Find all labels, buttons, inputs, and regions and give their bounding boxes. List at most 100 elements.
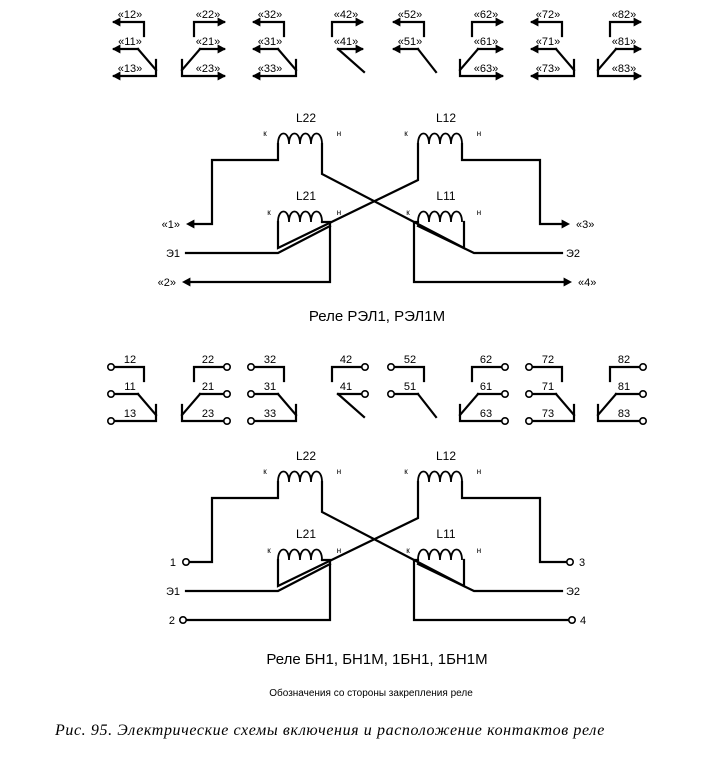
contact-10-top-label: 12	[124, 354, 136, 366]
contact-10-top-wire	[112, 365, 146, 383]
contact-10-bot-label: «13»	[118, 63, 142, 75]
terminal-e1-label: Э1	[166, 586, 180, 598]
contact-60-mid-label: 61	[480, 381, 492, 393]
contact-80-mid-arrow	[633, 44, 642, 54]
coil-l21-k-mark: к	[267, 546, 271, 555]
contact-10-top-wire	[112, 20, 146, 38]
contact-20-mid-arrow	[217, 44, 226, 54]
contact-10-group: «12»«11»«13»	[112, 9, 158, 81]
contact-60-top-label: «62»	[474, 9, 498, 21]
terminal-3-label: «3»	[576, 219, 594, 231]
coil-l12-n-mark: н	[477, 129, 481, 138]
wire-e2	[416, 562, 564, 593]
coil-l11-k-mark: к	[406, 546, 410, 555]
contact-70-top-arrow	[530, 17, 539, 27]
contact-70-bot-arrow	[530, 71, 539, 81]
contact-70-mid-label: «71»	[536, 36, 560, 48]
terminal-4-arrow	[563, 277, 572, 287]
coil-l12	[417, 132, 463, 145]
terminal-e1-label: Э1	[166, 248, 180, 260]
contact-30-top-terminal	[247, 362, 256, 371]
coil-label-l12: L12	[436, 111, 456, 125]
coil-l12	[417, 470, 463, 483]
contact-20-bot-label: «23»	[196, 63, 220, 75]
contact-80-moving-blade	[596, 47, 618, 72]
contact-70-bot-wire	[530, 58, 576, 78]
contact-20-moving-blade	[180, 392, 202, 417]
coil-l11-n-mark: н	[477, 546, 481, 555]
wire-l21-to-2	[184, 220, 332, 284]
contact-40-top-label: «42»	[334, 9, 358, 21]
contact-50-mid-label: «51»	[398, 36, 422, 48]
contact-30-mid-label: 31	[264, 381, 276, 393]
contact-80-moving-blade	[596, 392, 618, 417]
contact-50-top-arrow	[392, 17, 401, 27]
contact-60-bot-label: 63	[480, 408, 492, 420]
coil-l12-k-mark: к	[404, 467, 408, 476]
contact-50-mid-label: 51	[404, 381, 416, 393]
contact-20-group: «22»«21»«23»	[180, 9, 226, 81]
contact-30-bot-terminal	[247, 416, 256, 425]
contact-60-bot-arrow	[495, 71, 504, 81]
coil-label-l22: L22	[296, 111, 316, 125]
coil-l12-k-mark: к	[404, 129, 408, 138]
contact-60-mid-arrow	[495, 44, 504, 54]
wire-l22-to-1	[188, 142, 280, 226]
contact-40-moving-blade	[336, 392, 366, 419]
contact-20-top-wire	[192, 20, 226, 38]
coil-l22	[277, 470, 323, 483]
wire-l12-cross-to-l21	[276, 142, 420, 250]
contact-80-mid-terminal	[638, 389, 647, 398]
relay-title-rel1: Реле РЭЛ1, РЭЛ1М	[309, 308, 445, 325]
contact-70-moving-blade	[554, 392, 576, 417]
wire-e2	[416, 224, 564, 255]
terminal-3-label: 3	[579, 557, 585, 569]
contact-20-top-wire	[192, 365, 226, 383]
contact-10-bot-arrow	[112, 71, 121, 81]
contact-40-top-label: 42	[340, 354, 352, 366]
section-bn1: 1211132221233231334241525162616372717382…	[107, 354, 647, 668]
contact-10-top-terminal	[107, 362, 116, 371]
contact-70-top-label: 72	[542, 354, 554, 366]
contact-80-top-terminal	[638, 362, 647, 371]
terminal-4-label: «4»	[578, 277, 596, 289]
coil-l21	[277, 210, 323, 223]
contact-30-top-arrow	[252, 17, 261, 27]
wire-e1	[184, 224, 332, 255]
contact-50-group: «52»«51»	[392, 9, 438, 74]
contact-40-mid-terminal	[360, 389, 369, 398]
coil-l22-n-mark: н	[337, 129, 341, 138]
terminal-3-arrow	[561, 219, 570, 229]
wire-l11-to-4	[412, 220, 570, 284]
contact-20-mid-label: 21	[202, 381, 214, 393]
coil-label-l11: L11	[436, 527, 455, 541]
contact-30-mid-terminal	[247, 389, 256, 398]
coil-l22-n-mark: н	[337, 467, 341, 476]
coil-l11-n-mark: н	[477, 208, 481, 217]
contact-70-top-label: «72»	[536, 9, 560, 21]
contact-20-bot-wire	[180, 58, 226, 78]
contact-50-mid-arrow	[392, 44, 401, 54]
contact-60-group: 62 61 63	[458, 354, 509, 425]
contact-50-moving-blade	[416, 392, 438, 419]
contact-60-top-label: 62	[480, 354, 492, 366]
coil-l11	[417, 548, 463, 561]
contact-80-top-label: «82»	[612, 9, 636, 21]
coil-l21	[277, 548, 323, 561]
coil-label-l11: L11	[436, 189, 455, 203]
contact-70-moving-blade	[554, 47, 576, 72]
contact-60-group: «62»«61»«63»	[458, 9, 504, 81]
section-rel1: «12»«11»«13»«22»«21»«23»«32»«31»«33»«42»…	[112, 9, 642, 325]
contact-70-bot-label: 73	[542, 408, 554, 420]
terminal-e2-label: Э2	[566, 586, 580, 598]
contact-80-mid-label: «81»	[612, 36, 636, 48]
contact-20-top-terminal	[223, 362, 232, 371]
coil-l21-k-mark: к	[267, 208, 271, 217]
coil-l22-k-mark: к	[263, 129, 267, 138]
contact-20-bot-arrow	[217, 71, 226, 81]
contact-60-top-arrow	[495, 17, 504, 27]
